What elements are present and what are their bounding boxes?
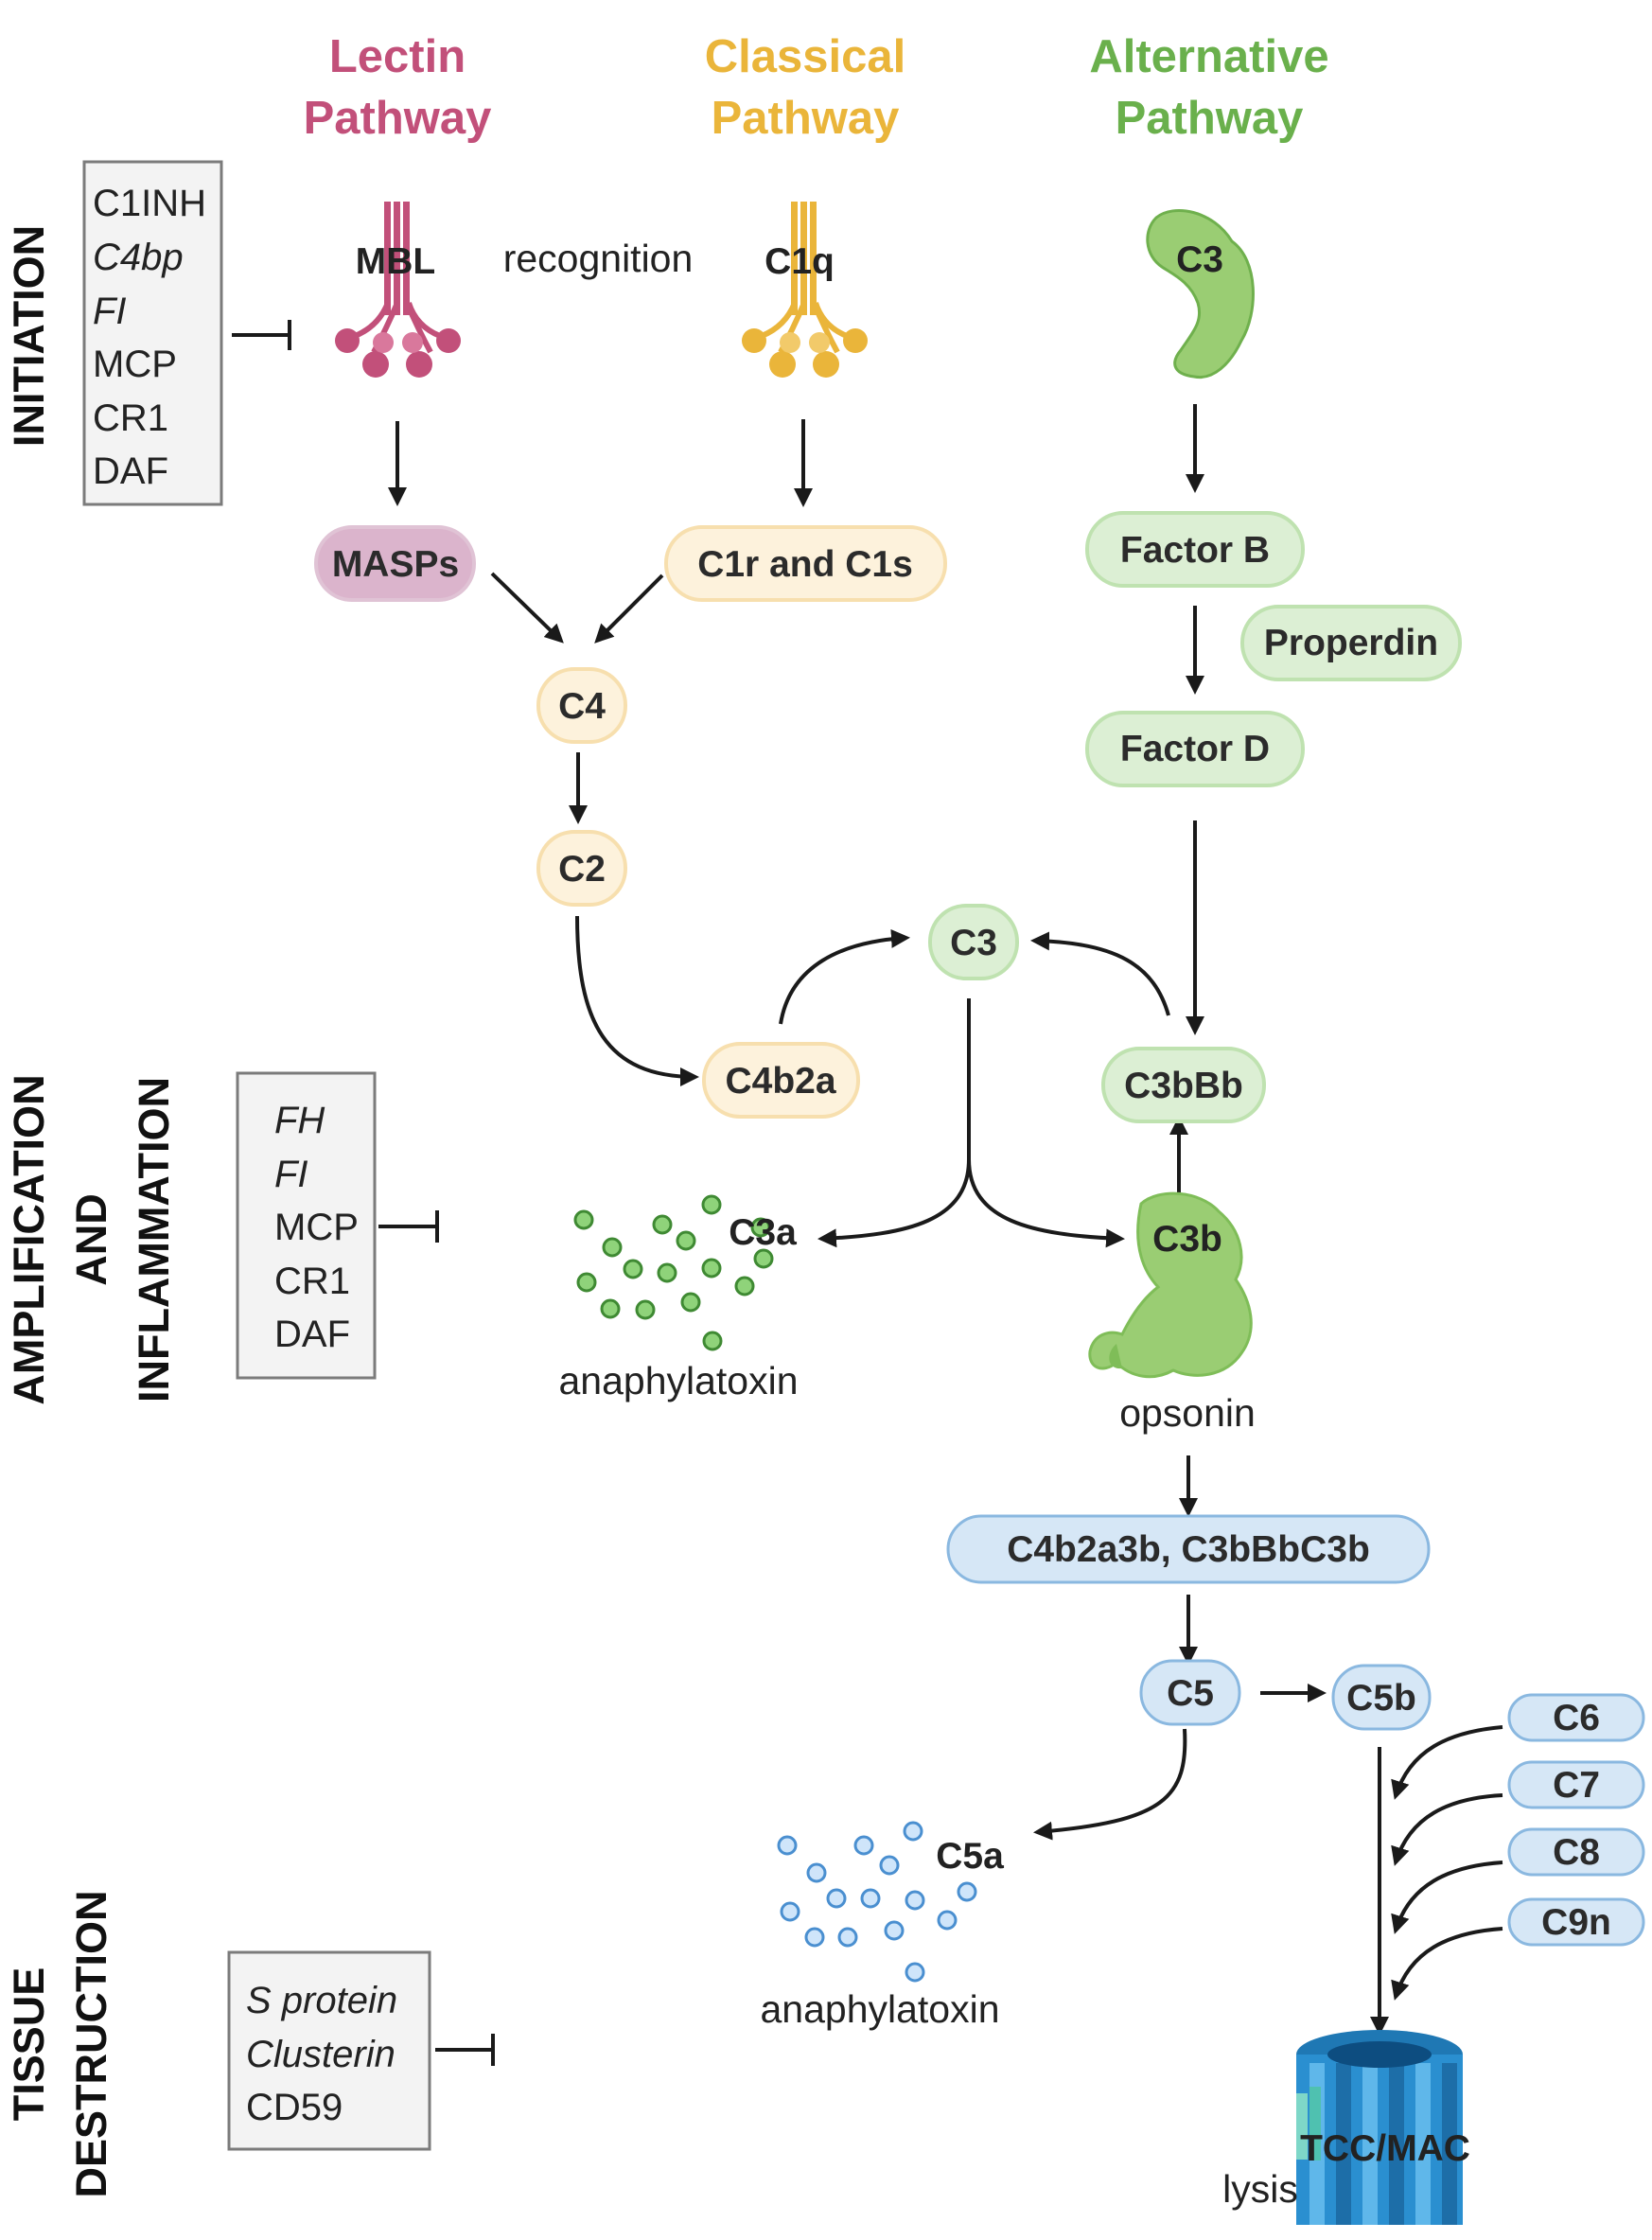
phase-tissue: TISSUE (5, 1967, 53, 2122)
c3b-label: C3b (1152, 1219, 1222, 1260)
alternative-title: Alternative (1089, 31, 1328, 82)
c5a-anaphylatoxin-dots (777, 1821, 977, 1983)
reg-daf: DAF (93, 450, 168, 492)
node-factor-d: Factor D (1085, 711, 1305, 787)
node-c6-label: C6 (1553, 1698, 1600, 1738)
node-factor-b-label: Factor B (1120, 530, 1270, 571)
node-c6: C6 (1507, 1693, 1645, 1742)
anaphylatoxin-label-2: anaphylatoxin (760, 1987, 999, 2031)
tissue-regulators-box: S protein Clusterin CD59 (227, 1950, 431, 2151)
reg-cd59: CD59 (246, 2087, 343, 2128)
recognition-label: recognition (503, 237, 694, 280)
node-convertase: C4b2a3b, C3bBbC3b (946, 1514, 1431, 1584)
mbl-label: MBL (356, 241, 435, 282)
c1q-molecule-icon (742, 202, 868, 378)
c1q-label: C1q (764, 241, 835, 282)
reg-cr1: CR1 (93, 397, 168, 439)
c3a-label: C3a (729, 1212, 797, 1253)
phase-destruction: DESTRUCTION (67, 1891, 115, 2198)
node-c4b2a-label: C4b2a (725, 1061, 835, 1102)
phase-amplification: AMPLIFICATION (5, 1074, 53, 1404)
node-c1r-c1s-label: C1r and C1s (697, 544, 913, 585)
node-c2: C2 (536, 830, 627, 907)
reg-clusterin: Clusterin (246, 2034, 395, 2075)
node-c4-label: C4 (558, 686, 606, 727)
node-c4: C4 (536, 667, 627, 744)
phase-and: AND (67, 1193, 115, 1286)
node-properdin-label: Properdin (1264, 623, 1438, 663)
node-c5-label: C5 (1167, 1673, 1214, 1714)
reg-cr1-2: CR1 (274, 1261, 350, 1302)
node-c5b: C5b (1331, 1664, 1432, 1731)
reg-sprotein: S protein (246, 1980, 397, 2021)
node-c2-label: C2 (558, 849, 606, 890)
node-c7: C7 (1507, 1760, 1645, 1809)
c3-alt-label: C3 (1176, 239, 1223, 280)
amplification-inhibition-icon (378, 1210, 439, 1243)
reg-daf2: DAF (274, 1314, 350, 1355)
reg-mcp2: MCP (274, 1207, 359, 1248)
initiation-inhibition-icon (232, 320, 291, 350)
anaphylatoxin-label-1: anaphylatoxin (558, 1359, 798, 1402)
node-c4b2a: C4b2a (702, 1042, 860, 1119)
node-c7-label: C7 (1553, 1765, 1600, 1806)
c3-molecule-icon (1146, 209, 1255, 379)
node-c5: C5 (1139, 1659, 1241, 1726)
arrows-initiation (388, 404, 1503, 2036)
lectin-title-line2: Pathway (304, 93, 492, 144)
node-c9n-label: C9n (1541, 1902, 1611, 1943)
c5a-label: C5a (936, 1836, 1004, 1877)
phase-inflammation: INFLAMMATION (130, 1077, 178, 1402)
node-c3bbb: C3bBb (1101, 1047, 1266, 1123)
reg-fi: FI (93, 291, 127, 332)
tcc-mac-label: TCC/MAC (1300, 2128, 1470, 2169)
lysis-label: lysis (1222, 2167, 1298, 2211)
reg-fh: FH (274, 1100, 325, 1141)
node-factor-d-label: Factor D (1120, 729, 1270, 769)
tcc-mac-pore-icon (1296, 2030, 1463, 2225)
initiation-regulators-box: C1INH C4bp FI MCP CR1 DAF (82, 160, 223, 506)
node-masps-label: MASPs (332, 544, 459, 585)
reg-fi2: FI (274, 1154, 308, 1195)
node-c3bbb-label: C3bBb (1124, 1066, 1243, 1106)
c3a-anaphylatoxin-dots (573, 1194, 774, 1351)
phase-initiation: INITIATION (5, 225, 53, 447)
tissue-inhibition-icon (435, 2034, 495, 2066)
node-c1r-c1s: C1r and C1s (664, 525, 947, 602)
reg-c1inh: C1INH (93, 183, 206, 224)
lectin-title: Lectin (329, 31, 466, 82)
node-masps: MASPs (314, 525, 476, 602)
classical-title: Classical (705, 31, 906, 82)
mbl-molecule-icon (335, 202, 461, 378)
c3b-opsonin-icon (1088, 1191, 1253, 1379)
node-c5b-label: C5b (1346, 1678, 1416, 1719)
node-c3: C3 (928, 904, 1019, 980)
classical-title-line2: Pathway (712, 93, 900, 144)
node-c8-label: C8 (1553, 1832, 1600, 1873)
node-c9n: C9n (1507, 1897, 1645, 1947)
node-c8: C8 (1507, 1827, 1645, 1877)
node-properdin: Properdin (1240, 605, 1462, 681)
node-convertase-label: C4b2a3b, C3bBbC3b (1007, 1529, 1370, 1570)
node-factor-b: Factor B (1085, 511, 1305, 588)
node-c3-label: C3 (950, 923, 997, 963)
reg-c4bp: C4bp (93, 237, 184, 278)
alternative-title-line2: Pathway (1116, 93, 1304, 144)
opsonin-label: opsonin (1119, 1391, 1256, 1435)
amplification-regulators-box: FH FI MCP CR1 DAF (236, 1071, 377, 1380)
reg-mcp: MCP (93, 344, 177, 385)
